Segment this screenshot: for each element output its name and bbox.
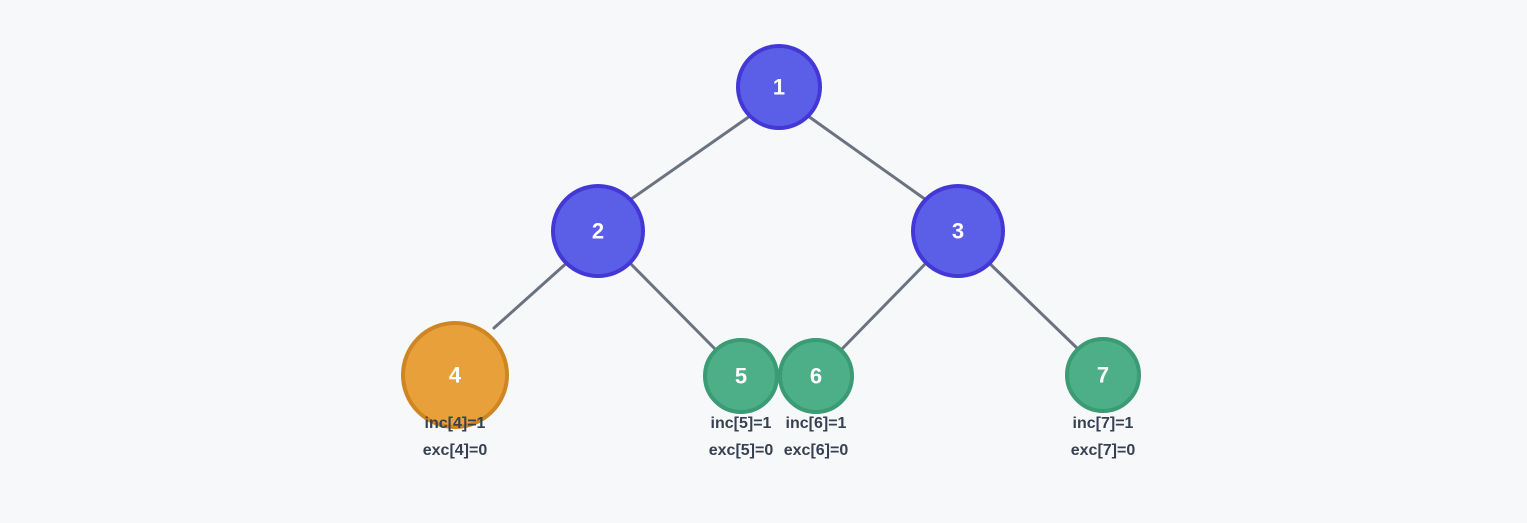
node-label-1: 1 <box>773 75 785 100</box>
node-circle-4[interactable] <box>401 321 509 429</box>
dp-exc-label-4: exc[4]=0 <box>423 442 488 459</box>
nodes-layer: 1 2 3 4 5 6 7 <box>401 44 1141 429</box>
tree-edge-3-7 <box>984 258 1081 352</box>
node-circle-5[interactable] <box>703 338 779 414</box>
dp-inc-label-6: inc[6]=1 <box>786 415 847 432</box>
dp-label-group-5: inc[5]=1 exc[5]=0 <box>709 415 774 459</box>
node-circle-7[interactable] <box>1065 337 1141 413</box>
tree-edge-1-3 <box>806 114 931 204</box>
dp-inc-label-7: inc[7]=1 <box>1073 415 1134 432</box>
tree-edge-2-4 <box>492 258 572 330</box>
node-circle-2[interactable] <box>551 184 645 278</box>
node-label-4: 4 <box>449 363 462 388</box>
dp-labels-layer: inc[4]=1 exc[4]=0 inc[5]=1 exc[5]=0 inc[6]=1… <box>423 415 1136 459</box>
dp-exc-label-6: exc[6]=0 <box>784 442 849 459</box>
node-circle-1[interactable] <box>736 44 822 130</box>
tree-node-5[interactable]: 5 <box>703 338 779 414</box>
dp-label-group-7: inc[7]=1 exc[7]=0 <box>1071 415 1136 459</box>
tree-node-2[interactable]: 2 <box>551 184 645 278</box>
dp-inc-label-5: inc[5]=1 <box>711 415 772 432</box>
node-circle-3[interactable] <box>911 184 1005 278</box>
node-label-3: 3 <box>952 219 964 244</box>
node-label-6: 6 <box>810 364 822 389</box>
node-circle-6[interactable] <box>778 338 854 414</box>
node-label-2: 2 <box>592 219 604 244</box>
tree-node-1[interactable]: 1 <box>736 44 822 130</box>
dp-label-group-4: inc[4]=1 exc[4]=0 <box>423 415 488 459</box>
tree-node-6[interactable]: 6 <box>778 338 854 414</box>
dp-exc-label-5: exc[5]=0 <box>709 442 774 459</box>
node-label-7: 7 <box>1097 363 1109 388</box>
dp-exc-label-7: exc[7]=0 <box>1071 442 1136 459</box>
tree-node-3[interactable]: 3 <box>911 184 1005 278</box>
tree-node-7[interactable]: 7 <box>1065 337 1141 413</box>
dp-inc-label-4: inc[4]=1 <box>425 415 486 432</box>
tree-edge-2-5 <box>625 258 718 352</box>
tree-edge-1-2 <box>625 114 752 204</box>
dp-label-group-6: inc[6]=1 exc[6]=0 <box>784 415 849 459</box>
tree-node-4[interactable]: 4 <box>401 321 509 429</box>
tree-edge-3-6 <box>839 258 931 352</box>
edges-layer <box>492 114 1081 352</box>
node-label-5: 5 <box>735 364 747 389</box>
